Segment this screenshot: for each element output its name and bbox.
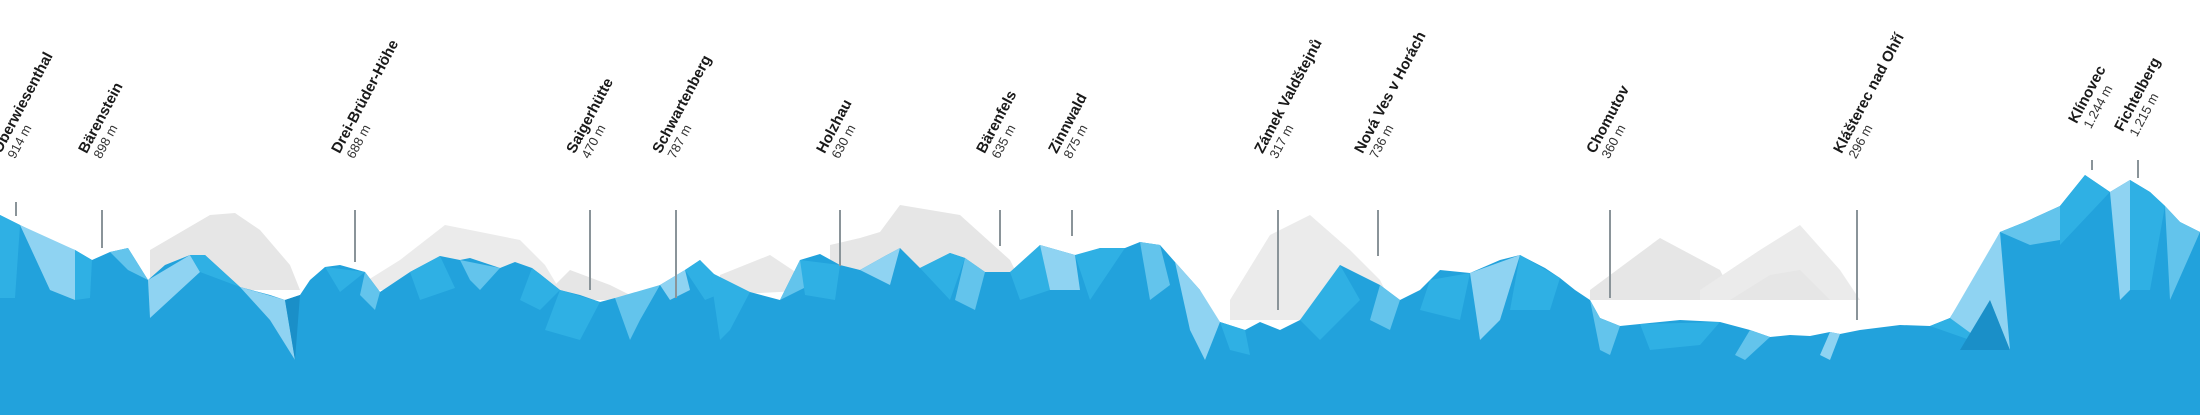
- peak-tag: Zinnwald 875 m: [1045, 90, 1102, 162]
- peak-tag: Bärenfels 635 m: [973, 87, 1032, 162]
- peak-leader-line: [1277, 210, 1279, 310]
- peak-tag: Bärenstein 898 m: [75, 79, 138, 162]
- peak-tag: Fichtelberg 1.215 m: [2111, 54, 2176, 140]
- peak-leader-line: [839, 210, 841, 266]
- peak-tag: Nová Ves v Horách 736 m: [1351, 28, 1441, 162]
- peak-leader-line: [589, 210, 591, 290]
- peak-leader-line: [1856, 210, 1858, 320]
- peak-tag: Holzhau 630 m: [813, 96, 867, 162]
- peak-leader-line: [1071, 210, 1073, 236]
- peak-tag: Oberwiesenthal 914 m: [0, 49, 68, 162]
- peak-leader-line: [15, 202, 17, 216]
- peak-tag: Drei-Brüder-Höhe 688 m: [328, 37, 414, 162]
- ridge-facets: [0, 175, 2200, 360]
- peak-leader-line: [1377, 210, 1379, 256]
- peak-leader-line: [1609, 210, 1611, 298]
- peak-leader-line: [675, 210, 677, 298]
- peak-tag: Chomutov 360 m: [1583, 82, 1645, 162]
- peak-tag: Zámek Valdštejnů 317 m: [1251, 36, 1337, 162]
- peak-leader-line: [999, 210, 1001, 246]
- peak-leader-line: [101, 210, 103, 248]
- peak-leader-line: [2137, 160, 2139, 178]
- peak-leader-line: [2091, 160, 2093, 170]
- peak-tag: Klášterec nad Ohří 296 m: [1830, 30, 1920, 162]
- peak-tag: Saigerhütte 470 m: [563, 75, 629, 162]
- peak-tag: Schwartenberg 787 m: [649, 52, 727, 162]
- foreground-ridge: [0, 175, 2200, 415]
- peak-leader-line: [354, 210, 356, 262]
